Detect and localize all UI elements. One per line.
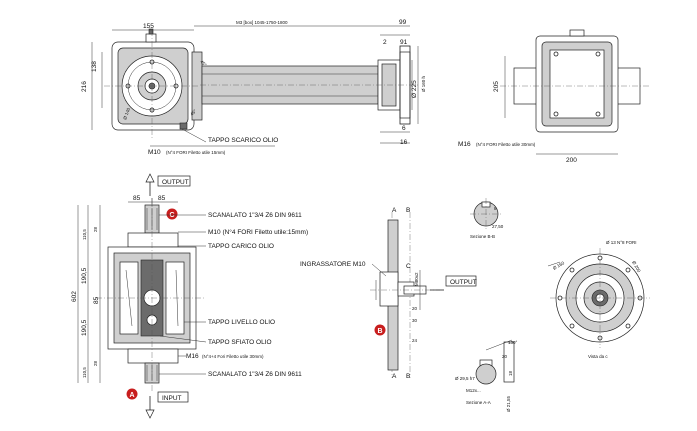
shaft-view: A B A B C INGRASSATORE M10 M80x2 20 30 2… [300,207,477,380]
m10-note: M10 [148,149,161,156]
dim-91: 91 [400,39,408,46]
m16-note-small: (N°4 FORI Filetto utile 30mm) [476,142,536,147]
m10-note-small: (N°4 FORI Filetto utile 15mm) [166,150,226,155]
view-c-title: Vista da c [588,354,608,359]
aa-dim-295: Ø 29,5 h7 [455,376,475,381]
badge-c: C [170,212,175,219]
aa-dim-2155: Ø 21,55 [506,395,511,412]
dim-16: 16 [400,139,408,146]
level-plug-label: TAPPO LIVELLO OLIO [208,319,275,326]
dim-85-right: 85 [158,195,166,202]
dim-24: 24 [412,338,418,343]
badge-b-circle [374,324,386,336]
letter-b-top: B [406,207,410,214]
view-c: Ø 13 N°8 FORI Ø 160 Ø 200 Vista da c [547,240,650,359]
letter-b-bottom: B [406,373,410,380]
dim-28-top: 28 [93,226,98,232]
letter-c: C [406,263,411,270]
dim-200: 200 [566,157,577,164]
view-c-holes: Ø 13 N°8 FORI [606,240,637,245]
badge-b: B [378,328,383,335]
m16-holes-label: M16 [186,353,199,360]
letter-a-top: A [392,207,397,214]
dim-d225: Ø 225 [411,80,418,98]
output-right-label: OUTPUT [450,279,477,286]
dim-45-bottom: 45° [189,108,197,116]
dim-110-bottom: 110,5 [82,367,87,378]
bb-dim-8: 8 [494,206,497,211]
section-aa-title: Sezione A-A [466,400,491,405]
dim-85-vertical: 85 [93,296,100,304]
dim-110-top: 110,5 [82,229,87,240]
badge-c-circle [166,208,178,220]
vent-plug-label: TAPPO SFIATO OLIO [208,339,272,346]
dim-30: 30 [412,318,418,323]
dim-190-bottom: 190,5 [81,319,88,336]
section-aa: 130° 20 18 Ø 29,5 h7 Ø 21,55 M12x... Sez… [455,339,518,412]
badge-a-circle [126,388,138,400]
dim-45-top: 45° [199,59,207,67]
m16-holes-small: (N°4+4 Fori Filetto utile 30mm) [202,354,264,359]
aa-m12: M12x... [466,388,481,393]
section-bb: 8 27,50 Sezione B-B [470,198,504,239]
output-top-label: OUTPUT [162,179,189,186]
aa-dim-18: 18 [508,370,513,376]
dim-138: 138 [91,61,98,72]
spline-top-label: SCANALATO 1"3/4 Z6 DIN 9611 [208,212,302,219]
dim-20: 20 [412,306,418,311]
length-note: M3 [box] 1045-1750-1800 [236,20,288,25]
lubricator-label: INGRASSATORE M10 [300,261,366,268]
dim-m80: M80x2 [414,272,419,286]
dim-205: 205 [493,81,500,92]
aa-dim-20: 20 [502,354,508,359]
aa-dim-130: 130° [508,340,518,345]
dim-155: 155 [143,23,154,30]
m16-note: M16 [458,141,471,148]
dim-28-bottom: 28 [93,360,98,366]
bb-dim-2750: 27,50 [492,224,504,229]
m10-holes-label: M10 (N°4 FORI Filetto utile:15mm) [208,228,308,236]
input-bottom-label: INPUT [162,395,182,402]
spline-bottom-label: SCANALATO 1"3/4 Z6 DIN 9611 [208,371,302,378]
side-view: 205 200 M16 (N°4 FORI Filetto utile 30mm… [458,29,650,164]
front-view: OUTPUT INPUT 85 85 [71,173,308,419]
dim-85-left: 85 [133,195,141,202]
oil-drain-label: TAPPO SCARICO OLIO [208,137,278,144]
dim-6: 6 [402,125,406,132]
dim-99: 99 [399,19,407,26]
dim-216: 216 [81,81,88,92]
section-bb-title: Sezione B-B [470,234,495,239]
dim-602: 602 [71,291,78,302]
dim-d160: Ø 160 h [421,75,426,92]
fill-plug-label: TAPPO CARICO OLIO [208,243,274,250]
dim-190-top: 190,5 [81,267,88,284]
dim-d140: Ø 140 [122,107,131,121]
dim-2: 2 [383,39,387,46]
view-c-d160: Ø 160 [552,260,566,271]
top-view: 155 99 2 91 M3 [box] 1045-1750-1800 138 … [81,19,426,156]
badge-a: A [130,392,135,399]
letter-a-bottom: A [392,373,397,380]
view-c-d200: Ø 200 [631,260,642,274]
